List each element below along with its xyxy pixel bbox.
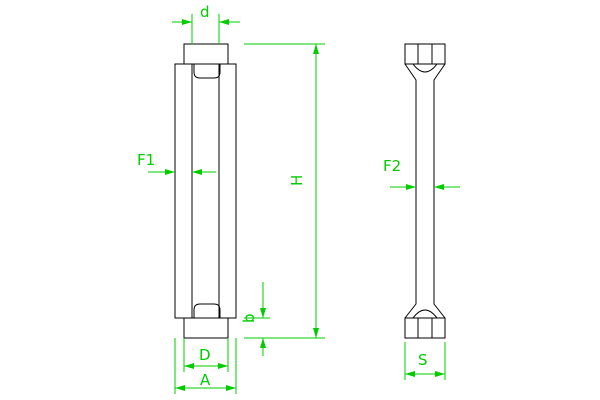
side-shank-right <box>433 63 446 319</box>
side-bottom-cap-arc <box>412 309 438 319</box>
front-top-cap <box>183 43 229 65</box>
dim-b: b <box>240 282 270 356</box>
label-A: A <box>200 371 211 389</box>
side-top-cap <box>404 43 446 65</box>
side-shank-left <box>404 63 417 319</box>
dim-S: S <box>404 342 446 380</box>
dim-D: D <box>183 338 229 372</box>
front-bottom-cap <box>183 317 229 339</box>
label-H: H <box>288 175 306 186</box>
label-F2: F2 <box>383 157 401 175</box>
front-top-cap-notch <box>193 64 221 79</box>
label-d: d <box>200 3 210 21</box>
dim-H: H <box>244 43 325 339</box>
label-D: D <box>199 346 211 364</box>
front-bar-body <box>174 63 237 319</box>
label-S: S <box>418 351 428 369</box>
label-F1: F1 <box>137 151 155 169</box>
dim-d: d <box>172 3 240 44</box>
side-top-cap-arc <box>412 63 438 73</box>
side-bottom-cap <box>404 317 446 339</box>
dim-F1: F1 <box>137 151 216 175</box>
label-b: b <box>240 313 258 323</box>
dim-A: A <box>174 338 237 394</box>
front-bottom-cap-notch <box>193 303 221 318</box>
front-view <box>174 43 237 339</box>
dim-F2: F2 <box>383 157 460 190</box>
side-view <box>404 43 446 339</box>
